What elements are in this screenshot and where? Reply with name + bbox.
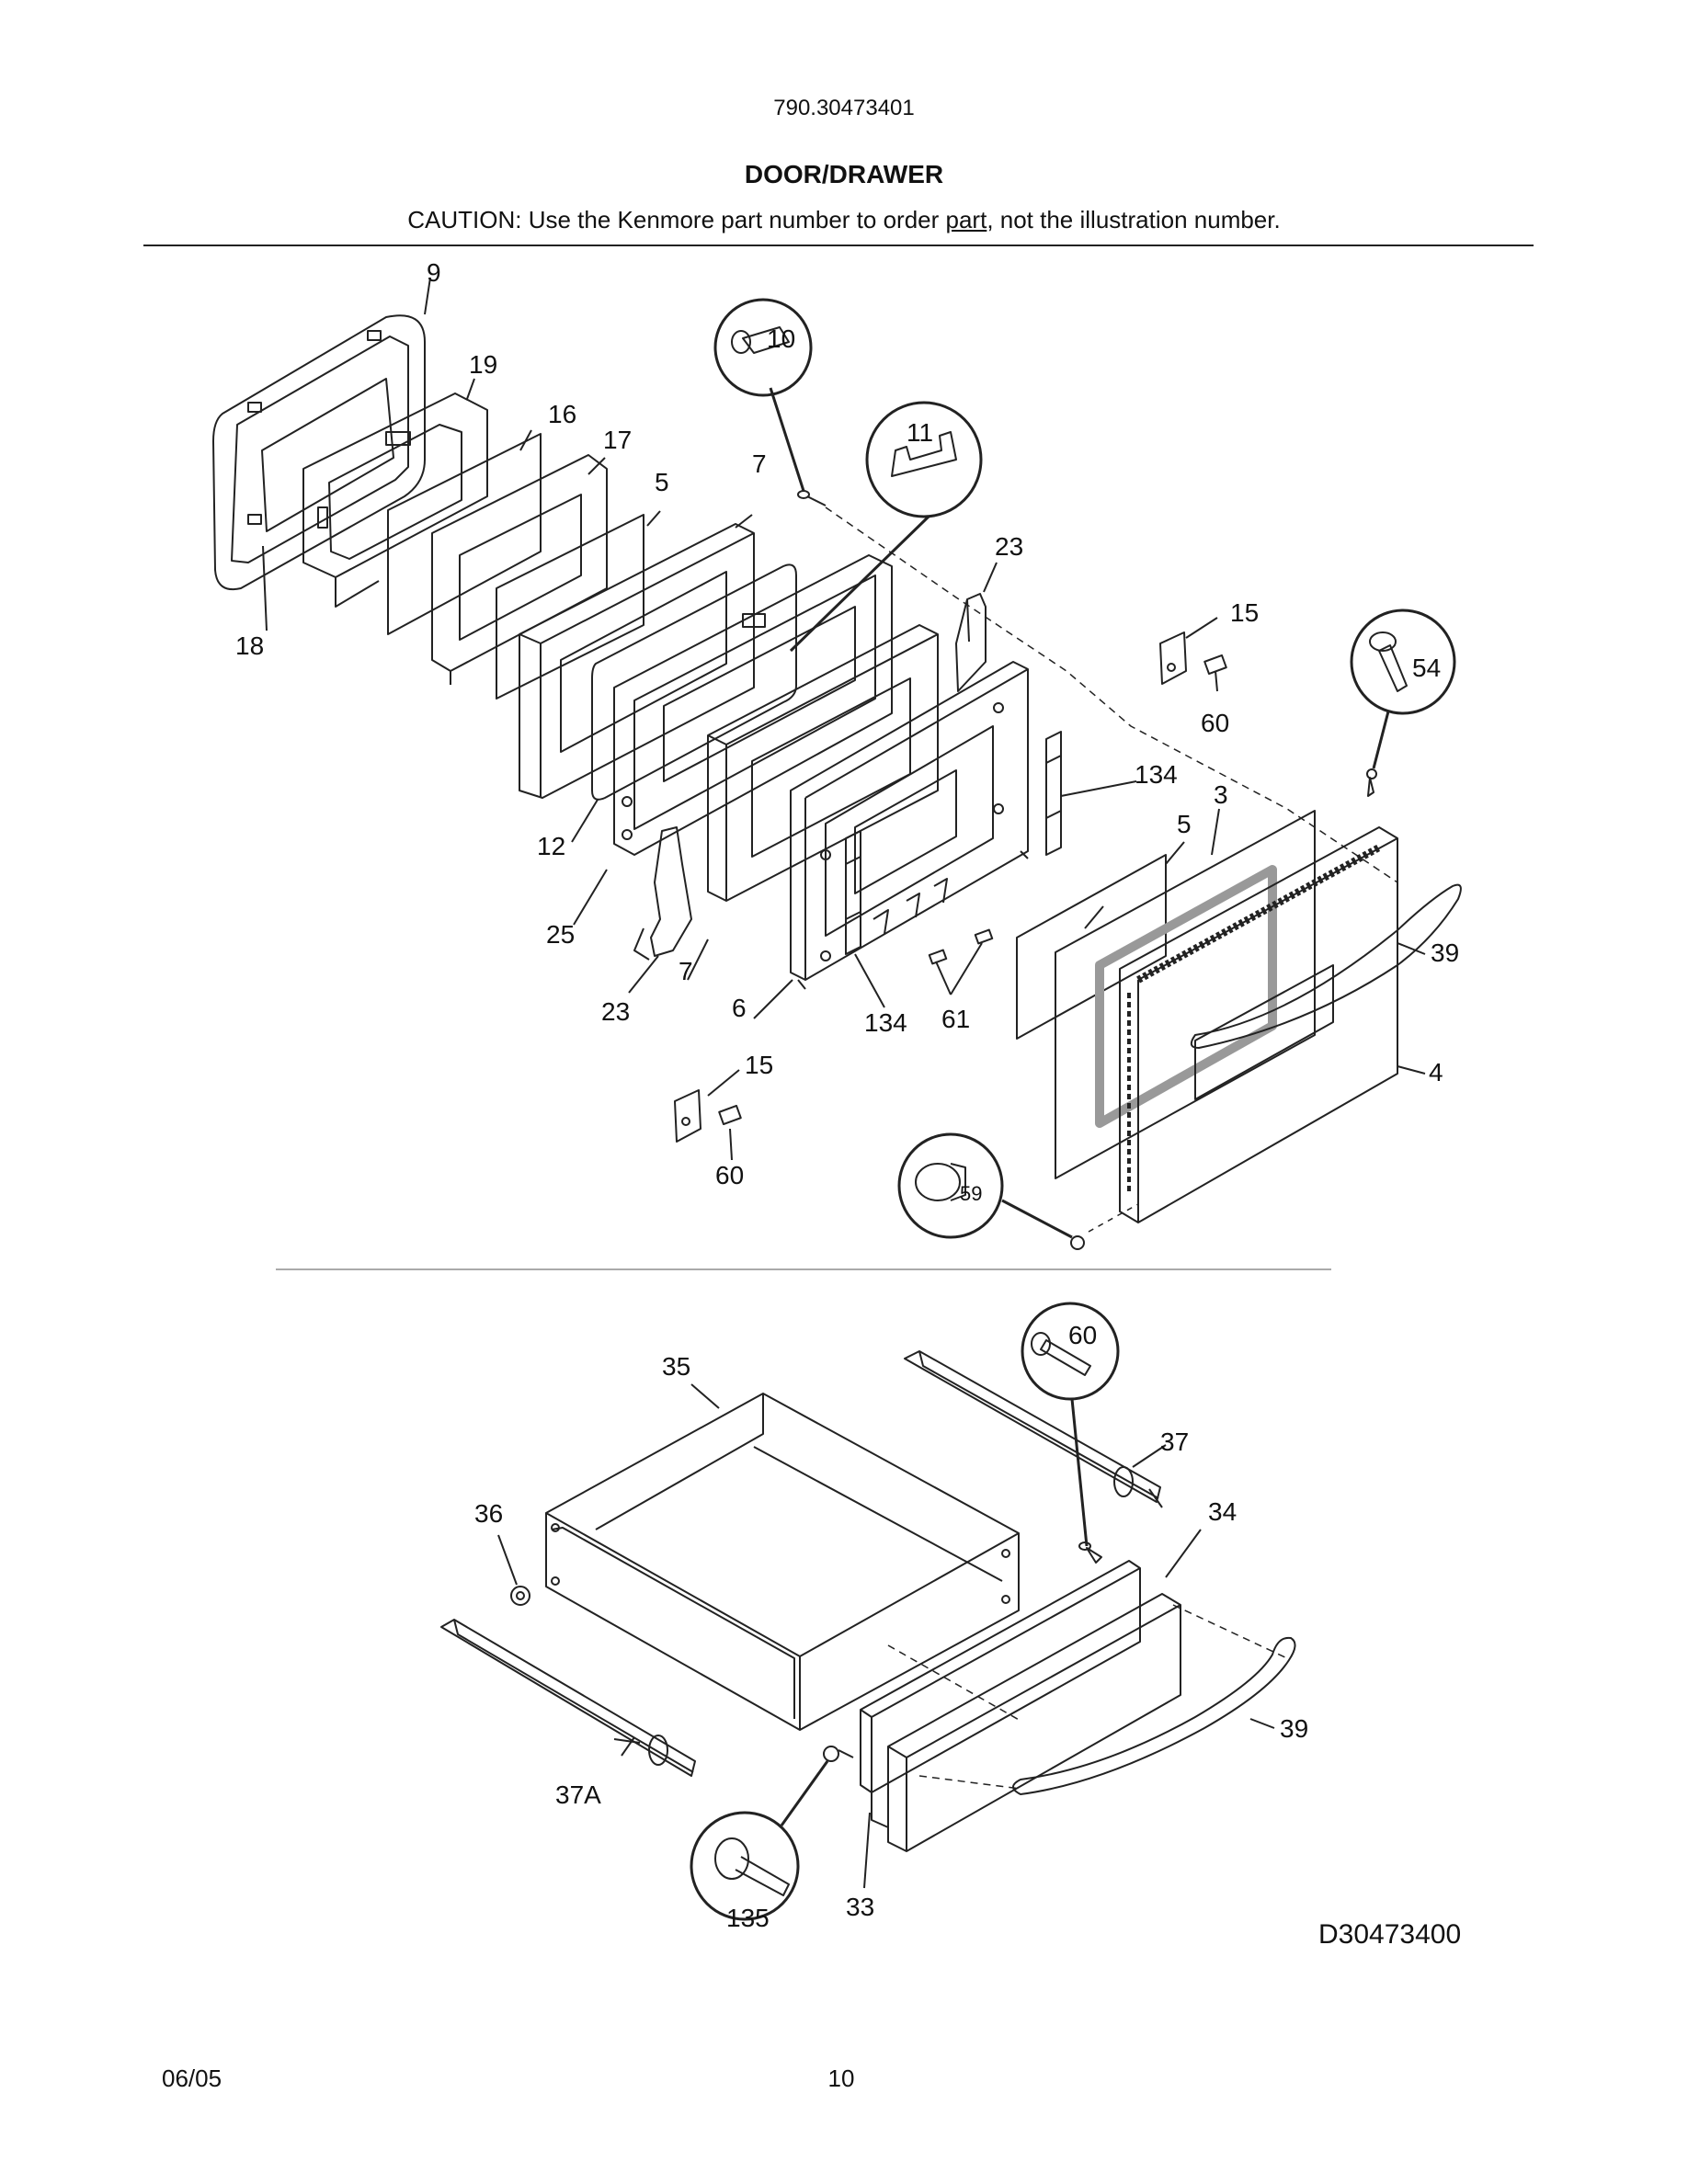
part-60-screw-drawer (1078, 1541, 1102, 1564)
footer-date: 06/05 (162, 2065, 222, 2092)
part-3-window-glass (1055, 810, 1316, 1179)
callout-60-drawer: 60 (1068, 1321, 1097, 1349)
callout-16: 16 (548, 400, 576, 428)
part-33-drawer-front-inner (860, 1560, 1141, 1828)
part-37-slide-rail (904, 1350, 1163, 1508)
page-title: DOOR/DRAWER (744, 160, 944, 188)
part-23-hinge-upper (955, 593, 987, 692)
detail-circle-10 (713, 298, 813, 492)
part-23-hinge-lower (633, 826, 692, 961)
callout-36: 36 (474, 1499, 503, 1528)
callout-134-upper: 134 (1135, 760, 1178, 789)
detail-circle-135 (690, 1760, 829, 1921)
callout-61: 61 (941, 1005, 970, 1033)
caution-note: CAUTION: Use the Kenmore part number to … (0, 206, 1688, 234)
part-37A-slide-rail (440, 1619, 696, 1777)
callout-25: 25 (546, 920, 575, 949)
part-16-glass-sheet (387, 433, 542, 635)
callout-6: 6 (732, 994, 747, 1022)
callout-59: 59 (960, 1182, 982, 1205)
part-5-outer-glass (1016, 854, 1167, 1040)
part-60-spacer-lower (718, 1105, 742, 1125)
callout-5-lower: 5 (1177, 810, 1192, 838)
part-134-bracket-right (1045, 731, 1062, 856)
callout-11: 11 (907, 418, 933, 447)
detail-circle-11 (789, 401, 983, 653)
callout-10: 10 (767, 324, 795, 353)
part-59-plug (1070, 1235, 1085, 1250)
callout-12: 12 (537, 832, 565, 860)
caution-text-end: , not the illustration number. (987, 206, 1281, 233)
callout-35: 35 (662, 1352, 690, 1381)
callout-5-upper: 5 (655, 468, 669, 496)
part-10-screw-small (797, 490, 827, 506)
part-61-clips (928, 928, 994, 965)
part-5-inner-glass (496, 514, 644, 700)
header-rule (143, 245, 1534, 246)
callout-17: 17 (603, 426, 632, 454)
section-separator (276, 1268, 1331, 1270)
part-134-bracket-left (845, 830, 861, 955)
caution-text: CAUTION: Use the Kenmore part number to … (407, 206, 946, 233)
hinge-guide-line (825, 506, 1398, 883)
callout-54: 54 (1412, 654, 1441, 682)
part-17-support-frame (431, 454, 608, 685)
callout-7-lower: 7 (679, 957, 693, 985)
drawing-id: D30473400 (1318, 1919, 1462, 1950)
callout-34: 34 (1208, 1497, 1237, 1526)
callout-3: 3 (1214, 780, 1228, 809)
part-36-roller (510, 1586, 530, 1606)
callout-18: 18 (235, 631, 264, 660)
part-15-clip-lower (674, 1089, 701, 1143)
callout-15-upper: 15 (1230, 598, 1259, 627)
part-15-clip-upper (1159, 631, 1187, 685)
callout-23-upper: 23 (995, 532, 1023, 561)
callout-39-drawer: 39 (1280, 1714, 1308, 1743)
detail-circle-60 (1021, 1302, 1120, 1547)
callout-19: 19 (469, 350, 497, 379)
callout-134-lower: 134 (864, 1008, 907, 1037)
callout-33: 33 (846, 1893, 874, 1921)
callout-labels: 9 19 16 17 5 7 10 11 23 15 60 54 134 3 5… (235, 258, 1459, 1932)
part-39-drawer-handle (1012, 1636, 1296, 1795)
part-4-outer-door (1119, 826, 1398, 1223)
page-number: 10 (827, 2065, 855, 2092)
detail-circle-54 (1350, 609, 1456, 769)
callout-37A: 37A (555, 1780, 601, 1809)
part-39-door-handle (1190, 883, 1462, 1049)
callout-135: 135 (726, 1904, 770, 1932)
part-34-drawer-front (887, 1593, 1181, 1852)
caution-underlined: part (945, 206, 987, 233)
callout-9: 9 (427, 258, 441, 287)
part-25-door-frame (613, 554, 893, 856)
part-9-door-liner (212, 314, 426, 590)
part-6-door-panel (790, 661, 1029, 990)
part-54-screw-small (1366, 768, 1377, 797)
model-number: 790.30473401 (773, 96, 915, 120)
part-35-drawer-box (545, 1393, 1020, 1731)
detail-circle-59 (897, 1132, 1073, 1239)
part-19-insulation-frame (302, 392, 488, 608)
callout-4: 4 (1429, 1058, 1443, 1086)
callout-37: 37 (1160, 1428, 1189, 1456)
part-12-door-gasket (591, 563, 797, 801)
part-135-glide (823, 1746, 854, 1762)
callout-23-lower: 23 (601, 997, 630, 1026)
callout-7-upper: 7 (752, 449, 767, 478)
callout-15-lower: 15 (745, 1051, 773, 1079)
part-7-insulation-upper (519, 523, 755, 799)
callout-39-door: 39 (1431, 938, 1459, 967)
part-60-spacer-upper (1203, 654, 1227, 675)
callout-60-lower: 60 (715, 1161, 744, 1189)
callout-60-upper: 60 (1201, 709, 1229, 737)
